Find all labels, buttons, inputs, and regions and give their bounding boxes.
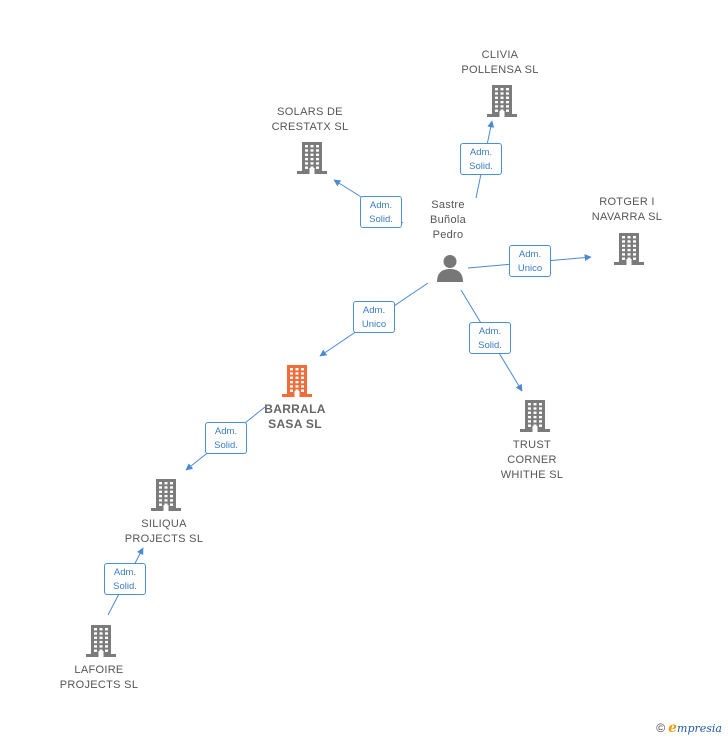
- building-icon[interactable]: [85, 623, 117, 664]
- node-label-line: PROJECTS SL: [59, 679, 139, 691]
- building-icon[interactable]: [150, 477, 182, 518]
- relation-badge-line: Adm.: [369, 200, 393, 211]
- building-icon[interactable]: [296, 140, 328, 181]
- node-label-line: PROJECTS SL: [124, 533, 204, 545]
- node-label-line: BARRALA: [264, 402, 326, 416]
- node-label-line: ROTGER I: [599, 196, 655, 208]
- relation-badge-line: Unico: [361, 319, 387, 330]
- node-label-line: POLLENSA SL: [461, 64, 539, 76]
- relation-badge-line: Solid.: [214, 440, 238, 451]
- relation-badge-line: Adm.: [113, 567, 137, 578]
- node-label-line: LAFOIRE: [74, 664, 124, 676]
- node-label-clivia[interactable]: CLIVIA POLLENSA SL: [445, 48, 555, 78]
- relation-badge[interactable]: Adm. Solid.: [460, 143, 502, 175]
- node-label-line: Buñola: [429, 213, 467, 226]
- node-label-line: CRESTATX SL: [271, 121, 349, 133]
- relation-badge[interactable]: Adm. Solid.: [360, 196, 402, 228]
- node-label-line: SASA SL: [268, 417, 322, 431]
- building-icon[interactable]: [613, 231, 645, 272]
- building-icon[interactable]: [486, 83, 518, 124]
- node-label-line: NAVARRA SL: [591, 211, 663, 223]
- relation-badge-line: Solid.: [478, 340, 502, 351]
- building-icon-main[interactable]: [281, 363, 313, 404]
- node-label-line: Sastre: [431, 198, 465, 211]
- relation-badge[interactable]: Adm. Solid.: [469, 322, 511, 354]
- relation-badge-line: Solid.: [113, 581, 137, 592]
- node-label-solars[interactable]: SOLARS DE CRESTATX SL: [255, 105, 365, 135]
- node-label-line: TRUST: [512, 438, 552, 451]
- relation-badge-line: Adm.: [518, 249, 542, 260]
- relation-badge-line: Adm.: [214, 426, 238, 437]
- node-label-lafoire[interactable]: LAFOIRE PROJECTS SL: [44, 663, 154, 693]
- node-label-line: Pedro: [432, 228, 464, 241]
- building-icon[interactable]: [519, 398, 551, 439]
- node-label-line: SILIQUA: [141, 518, 187, 530]
- relation-badge-line: Solid.: [469, 161, 493, 172]
- brand-logo[interactable]: empresia: [668, 720, 722, 736]
- node-label-line: CLIVIA: [481, 49, 519, 61]
- relation-badge-line: Adm.: [478, 326, 502, 337]
- relation-badge[interactable]: Adm. Unico: [509, 245, 551, 277]
- footer: © empresia: [656, 720, 722, 736]
- relation-badge-line: Adm.: [362, 305, 386, 316]
- relation-badge-line: Adm.: [469, 147, 493, 158]
- node-label-line: CORNER: [507, 453, 557, 466]
- relation-badge[interactable]: Adm. Solid.: [104, 563, 146, 595]
- relation-badge[interactable]: Adm. Solid.: [205, 422, 247, 454]
- node-label-siliqua[interactable]: SILIQUA PROJECTS SL: [109, 517, 219, 547]
- person-icon[interactable]: [435, 253, 465, 288]
- node-label-rotger[interactable]: ROTGER I NAVARRA SL: [572, 195, 682, 225]
- copyright-symbol: ©: [656, 721, 666, 735]
- node-label-line: WHITHE SL: [500, 468, 564, 481]
- relation-badge-line: Unico: [517, 263, 543, 274]
- relation-badge[interactable]: Adm. Unico: [353, 301, 395, 333]
- node-label-line: SOLARS DE: [277, 106, 343, 118]
- relation-badge-line: Solid.: [369, 214, 393, 225]
- node-label-trust[interactable]: TRUST CORNER WHITHE SL: [477, 438, 587, 483]
